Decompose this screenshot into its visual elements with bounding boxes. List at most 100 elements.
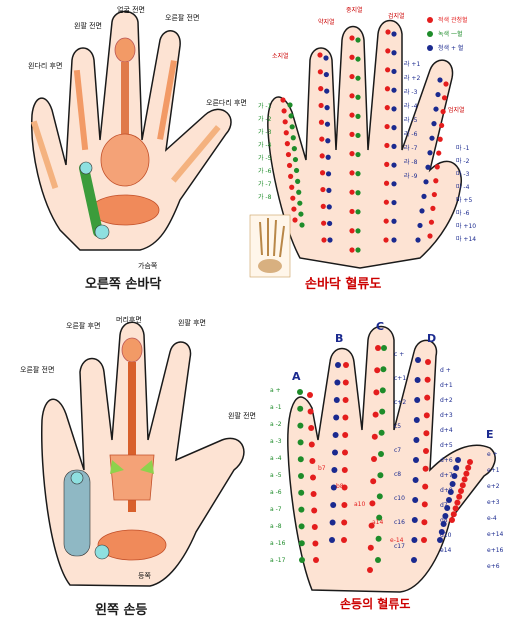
palm-point — [427, 150, 433, 156]
palm-left-label: 가 -2 — [258, 115, 272, 123]
back-point — [298, 473, 304, 479]
label-back-side: 등쪽 — [138, 572, 151, 580]
back-a-label: a -17 — [270, 557, 286, 564]
back-c-label: c16 — [394, 519, 405, 526]
label-little-finger-meridian: 소지열 — [272, 52, 289, 60]
palm-point — [423, 179, 429, 185]
back-point — [307, 408, 314, 415]
palm-point — [434, 164, 440, 170]
palm-point — [321, 220, 327, 226]
back-point — [343, 362, 349, 368]
palm-point — [318, 119, 325, 125]
palm-point — [355, 56, 361, 62]
skull-shape — [114, 37, 136, 63]
back-point — [442, 513, 449, 519]
palm-point — [323, 55, 329, 61]
back-a-label: a + — [270, 387, 281, 394]
back-d-label: d+1 — [440, 382, 453, 389]
palm-point — [291, 206, 297, 212]
palm-point — [391, 50, 397, 56]
palm-point — [383, 199, 389, 205]
back-b-label: a14 — [372, 519, 383, 526]
back-point — [411, 557, 417, 563]
back-point — [371, 456, 377, 462]
back-point — [423, 448, 429, 454]
back-point — [342, 432, 349, 438]
back-d-label: d8 — [440, 517, 448, 524]
back-point — [425, 359, 431, 365]
palm-point — [292, 217, 298, 223]
palm-point — [355, 247, 361, 253]
spine-back-shape — [128, 362, 136, 512]
back-point — [424, 376, 431, 383]
back-d-label: d7 — [440, 502, 448, 509]
legend-green-label: 녹색 一혈 — [438, 30, 462, 38]
palm-point — [291, 146, 297, 152]
palm-point — [355, 132, 361, 139]
palm-point — [349, 208, 355, 215]
palm-left-label: 가 -7 — [258, 180, 272, 188]
caption-back-meridian: 손등의 혈류도 — [340, 596, 410, 611]
palm-center-label: 라 -6 — [404, 130, 418, 138]
back-point — [341, 484, 348, 491]
back-a-label: a -1 — [270, 404, 282, 411]
palm-point — [385, 67, 391, 73]
palm-point — [288, 173, 294, 179]
back-point — [335, 362, 341, 368]
label-left-leg-back: 왼다리 후면 — [28, 61, 62, 70]
palm-center-point-labels: 라 +1라 +2라 -3라 -4라 -5라 -6라 -7라 -8라 -9 — [404, 60, 420, 180]
back-d-label: e14 — [440, 547, 452, 554]
back-point — [413, 437, 420, 443]
caption-palm-meridian: 손바닥 혈류도 — [305, 276, 381, 292]
back-point — [422, 483, 429, 490]
back-point — [367, 544, 374, 551]
back-c-label: c17 — [394, 543, 405, 550]
back-a-label: a -3 — [270, 438, 282, 445]
palm-point — [355, 151, 361, 158]
palm-right-label: 마 -2 — [456, 157, 470, 165]
back-point — [299, 557, 305, 563]
legend-dot-blue — [427, 45, 433, 51]
palm-outline-tr — [267, 19, 462, 269]
palm-point — [318, 102, 324, 109]
right-arm-bone — [157, 60, 177, 140]
back-a-label: a -8 — [270, 523, 282, 530]
back-point — [452, 505, 459, 512]
palm-point — [425, 164, 431, 170]
back-point — [329, 519, 336, 526]
skull-back-shape — [121, 337, 143, 363]
back-point — [463, 470, 470, 477]
back-point — [378, 429, 385, 436]
palm-point — [349, 151, 355, 157]
back-point — [341, 519, 348, 526]
palm-center-label: 라 -3 — [404, 88, 418, 96]
palm-point — [325, 171, 332, 177]
back-point — [371, 433, 378, 440]
back-point — [329, 537, 335, 543]
bottom-left-panel: 오른팔 후면 머리후면 왼팔 후면 오른팔 전면 왼팔 전면 등쪽 왼쪽 손등 — [20, 315, 256, 618]
palm-point — [433, 106, 439, 112]
back-point — [370, 478, 377, 485]
back-c-label: c10 — [394, 495, 405, 502]
back-point — [422, 465, 429, 472]
back-d-label: d+3 — [440, 412, 453, 419]
palm-point — [383, 237, 389, 243]
palm-point — [317, 52, 323, 58]
back-point — [412, 497, 419, 503]
palm-point — [384, 161, 390, 167]
back-point — [467, 459, 473, 465]
palm-point — [319, 136, 325, 142]
palm-point — [355, 37, 361, 43]
palm-point — [391, 181, 397, 187]
back-e-label: e + — [487, 451, 498, 458]
hand-back-outline-br — [287, 325, 496, 593]
top-left-panel: 왼팔 전면 얼굴 전면 오른팔 전면 왼다리 후면 오른다리 후면 가슴쪽 오른… — [28, 5, 247, 292]
label-right-leg-back: 오른다리 후면 — [206, 98, 247, 107]
label-left-arm-back: 왼팔 후면 — [178, 318, 206, 327]
pelvis-back-shape — [97, 529, 167, 561]
palm-point — [299, 222, 305, 228]
back-point — [458, 488, 464, 494]
palm-point — [349, 73, 355, 80]
